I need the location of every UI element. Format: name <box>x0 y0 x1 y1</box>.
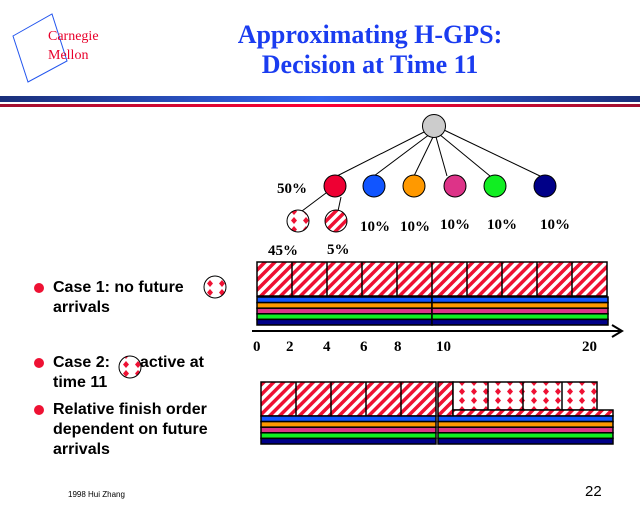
axis-tick-label: 2 <box>286 339 294 355</box>
bullet-case1: Case 1: no future arrivals <box>53 279 184 316</box>
bullet-icon <box>34 283 44 293</box>
flow-bar <box>431 313 609 321</box>
child-node <box>533 174 557 198</box>
child-node <box>483 174 507 198</box>
root-node <box>422 114 446 138</box>
grandchild-label: 45% <box>268 243 298 259</box>
grandchild-node-dotted <box>286 209 310 233</box>
page-number: 22 <box>585 483 602 500</box>
dotted-flow-icon <box>118 355 142 379</box>
header-rule-red <box>0 104 640 107</box>
child-label: 10% <box>440 217 470 233</box>
tree-diagram <box>286 114 557 233</box>
flow-bar <box>260 426 437 434</box>
axis-tick-label: 0 <box>253 339 261 355</box>
flow-bar <box>256 301 433 309</box>
child-node <box>402 174 426 198</box>
slide-title: Approximating H-GPS: Decision at Time 11 <box>237 20 503 79</box>
logo-frame <box>12 13 68 83</box>
flow-bar <box>260 415 437 423</box>
flow-bar <box>437 420 614 428</box>
flow-bar <box>260 420 437 428</box>
flow-bar <box>437 432 614 440</box>
timeline-case1 <box>256 261 609 326</box>
cmu-logo: Carnegie Mellon <box>48 29 99 63</box>
child-label: 10% <box>360 219 390 235</box>
flow-bar <box>256 313 433 321</box>
bullet-finish-order: Relative finish order dependent on futur… <box>53 401 208 458</box>
flow-bar <box>256 307 433 315</box>
flow-bar <box>437 415 614 423</box>
child-node <box>362 174 386 198</box>
flow-bar <box>437 426 614 434</box>
flow-bar <box>260 437 437 445</box>
bullet-icon <box>34 358 44 368</box>
header-rule-blue <box>0 96 640 102</box>
timeline-case2 <box>260 381 614 445</box>
axis-tick-label: 8 <box>394 339 402 355</box>
flow-bar <box>260 432 437 440</box>
child-node <box>323 174 347 198</box>
child-label: 10% <box>487 217 517 233</box>
flow-bar <box>431 318 609 326</box>
grandchild-label: 5% <box>327 242 350 258</box>
bullet-case2: Case 2:active at time 11 <box>53 354 204 391</box>
flow-bar <box>431 301 609 309</box>
footer-credit: 1998 Hui Zhang <box>68 490 125 499</box>
axis-tick-label: 4 <box>323 339 331 355</box>
axis-tick-label: 6 <box>360 339 368 355</box>
flow-bar <box>437 437 614 445</box>
time-axis <box>252 324 624 338</box>
child-label: 50% <box>277 181 307 197</box>
grandchild-node-hatched <box>324 209 348 233</box>
flow-bar <box>431 307 609 315</box>
child-label: 10% <box>400 219 430 235</box>
dotted-flow-icon <box>203 275 227 299</box>
flow-bar <box>256 318 433 326</box>
axis-tick-label: 10 <box>436 339 451 355</box>
flow-bar <box>431 296 609 304</box>
bullet-icon <box>34 405 44 415</box>
child-node <box>443 174 467 198</box>
flow-bar <box>256 296 433 304</box>
axis-tick-label: 20 <box>582 339 597 355</box>
child-label: 10% <box>540 217 570 233</box>
